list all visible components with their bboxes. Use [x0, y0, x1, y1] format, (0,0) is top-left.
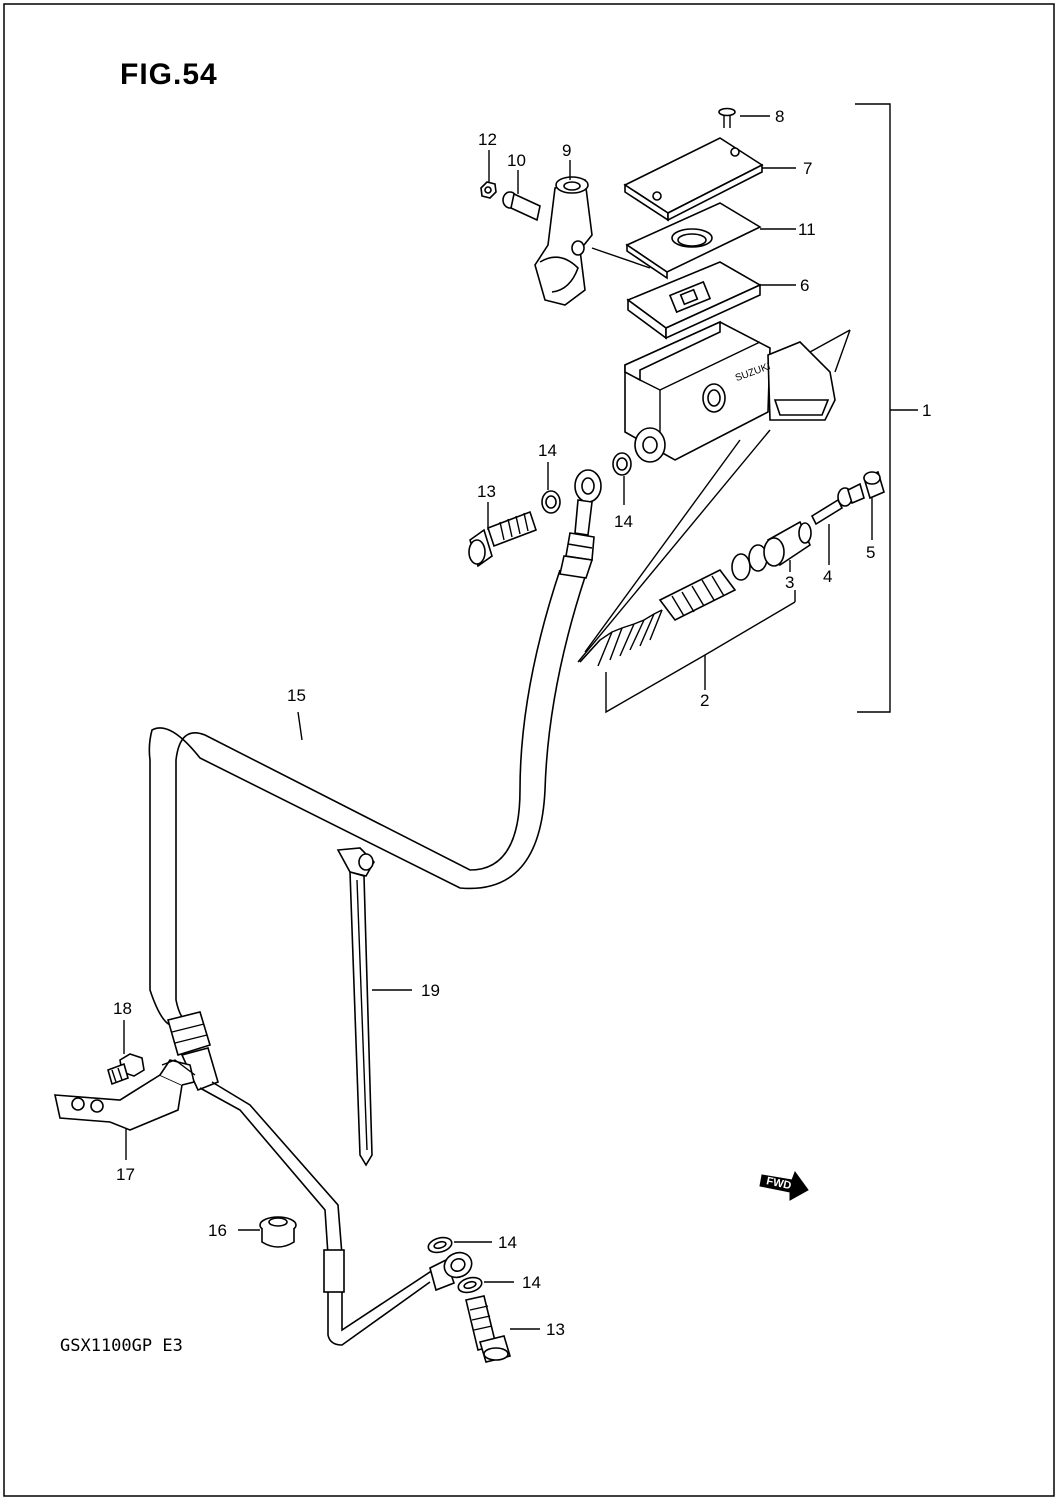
part-washer-14-lower-bottom — [457, 1276, 514, 1294]
callout-2: 2 — [700, 691, 709, 710]
callout-7: 7 — [803, 159, 812, 178]
part-master-cylinder-body: SUZUKI — [577, 320, 851, 663]
callout-13-lower: 13 — [546, 1320, 565, 1339]
assembly-bracket-1 — [855, 103, 918, 713]
callout-14-upper-left: 14 — [538, 441, 557, 460]
callout-4: 4 — [823, 567, 832, 586]
part-hose-15 — [148, 469, 602, 1346]
page-border — [3, 3, 1055, 1497]
callout-10: 10 — [507, 151, 526, 170]
part-clamp-9 — [534, 160, 651, 306]
callout-16: 16 — [208, 1221, 227, 1240]
callout-1: 1 — [922, 401, 931, 420]
callout-9: 9 — [562, 141, 571, 160]
part-screw-8 — [718, 107, 770, 128]
fwd-label: FWD — [765, 1175, 792, 1192]
part-washer-14-upper-left — [541, 462, 561, 514]
callout-3: 3 — [785, 573, 794, 592]
fwd-arrow-icon: FWD — [759, 1170, 809, 1201]
callout-19: 19 — [421, 981, 440, 1000]
figure-title: FIG.54 — [120, 58, 218, 91]
callout-6: 6 — [800, 276, 809, 295]
callout-labels: 1 2 3 4 5 6 7 8 9 10 11 12 13 13 14 14 1… — [113, 107, 931, 1339]
callout-11: 11 — [798, 220, 816, 239]
callout-5: 5 — [866, 543, 875, 562]
callout-14-lower-bottom: 14 — [522, 1273, 541, 1292]
callout-18: 18 — [113, 999, 132, 1018]
part-bolt-18 — [107, 1020, 145, 1086]
part-tie-strap-19 — [336, 847, 412, 1167]
callout-12: 12 — [478, 130, 497, 149]
part-piston-assembly-2 — [579, 544, 796, 714]
part-washer-14-lower-top — [427, 1236, 492, 1254]
part-boot-3 — [763, 520, 812, 572]
part-union-bolt-13-lower — [465, 1295, 540, 1363]
callout-14-lower-top: 14 — [498, 1233, 517, 1252]
part-plate-11 — [625, 202, 796, 280]
model-code: GSX1100GP E3 — [60, 1336, 183, 1356]
part-nut-12 — [480, 150, 497, 199]
part-nut-5 — [863, 470, 885, 540]
part-bracket-17 — [53, 1059, 196, 1160]
callout-17: 17 — [116, 1165, 135, 1184]
part-grommet-16 — [238, 1216, 297, 1248]
callout-8: 8 — [775, 107, 784, 126]
part-push-rod-4 — [810, 482, 865, 565]
part-reservoir-cover-7 — [623, 137, 796, 222]
callout-14-upper-right: 14 — [614, 512, 633, 531]
part-diaphragm-6 — [626, 261, 796, 340]
part-bolt-10 — [502, 170, 541, 222]
callout-15: 15 — [287, 686, 306, 705]
part-washer-14-upper-right — [612, 452, 632, 505]
callout-13-upper: 13 — [477, 482, 496, 501]
part-union-bolt-13-upper — [468, 502, 538, 568]
